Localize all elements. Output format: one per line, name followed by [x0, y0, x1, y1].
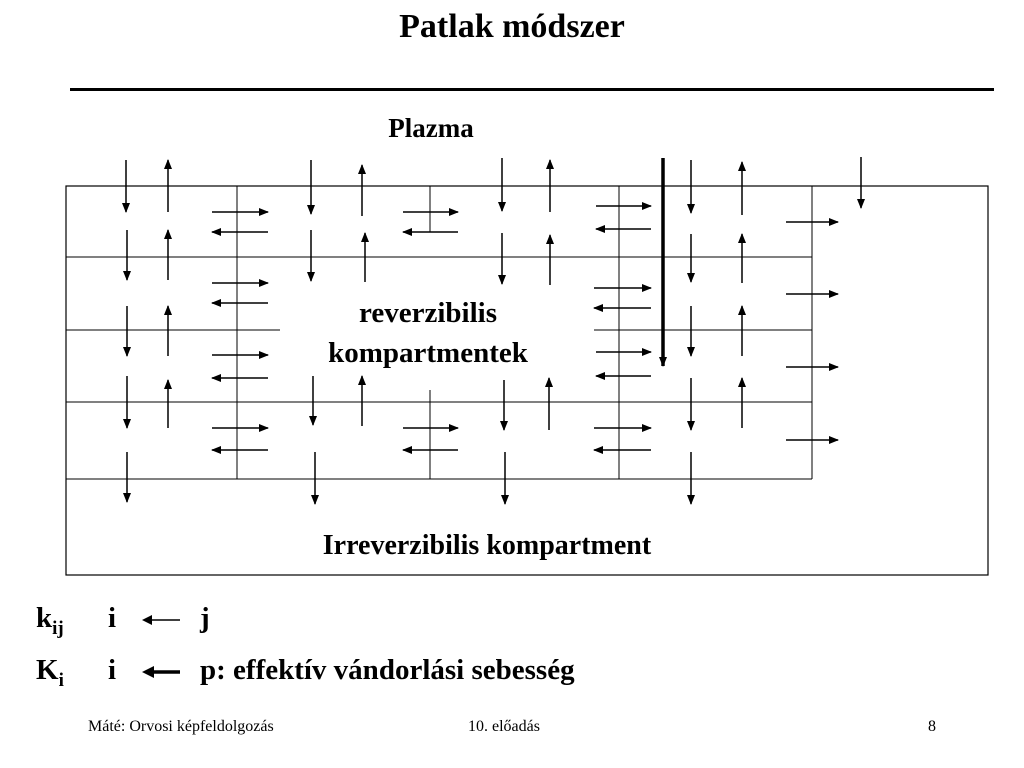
reversible-label-background: [282, 288, 594, 378]
rate-constant-symbol: kij: [36, 602, 108, 640]
reversible-label-line2: kompartmentek: [328, 337, 529, 369]
reversible-compartment-grid: [66, 186, 813, 480]
Ki-subscript: i: [58, 669, 64, 691]
footer-author-course: Máté: Orvosi képfeldolgozás: [88, 718, 274, 735]
influx-constant-symbol: Ki: [36, 654, 108, 692]
Ki-description: p: effektív vándorlási sebesség: [200, 654, 575, 686]
plasma-label: Plazma: [388, 113, 474, 143]
irreversible-label: Irreverzibilis kompartment: [323, 530, 652, 561]
kij-subscript: ij: [52, 617, 64, 639]
footer-lecture-number: 10. előadás: [468, 718, 540, 735]
kij-from: i: [108, 602, 117, 634]
slide-title: Patlak módszer: [399, 8, 625, 45]
kij-to: j: [200, 602, 210, 634]
transport-arrows: [122, 157, 865, 505]
outer-compartment-box: [65, 185, 989, 576]
footer-page-number: 8: [928, 718, 936, 735]
bold-left-arrow-icon: [142, 654, 200, 687]
left-arrow-icon: [142, 602, 200, 635]
Ki-letter: K: [36, 654, 59, 686]
reversible-label-line1: reverzibilis: [359, 297, 497, 329]
kij-letter: k: [36, 602, 53, 634]
Ki-from: i: [108, 654, 117, 686]
title-underline: [70, 88, 994, 91]
